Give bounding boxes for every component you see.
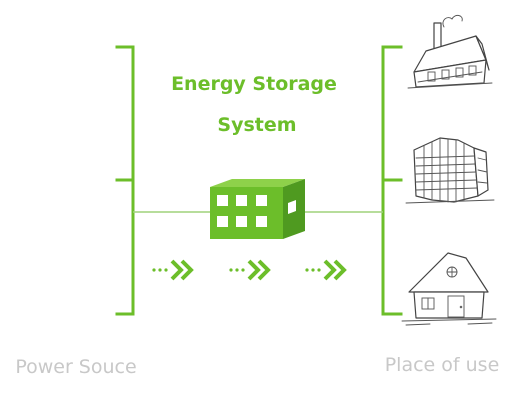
diagram-title-line2: System bbox=[217, 114, 296, 136]
left-bracket bbox=[115, 45, 135, 316]
factory-icon bbox=[407, 14, 493, 89]
storage-cube-icon bbox=[210, 179, 305, 239]
flow-arrow-icon bbox=[229, 259, 271, 281]
flow-arrow-icon bbox=[152, 259, 194, 281]
flow-arrow-icon bbox=[305, 259, 347, 281]
right-bracket bbox=[381, 45, 403, 316]
diagram-title-line1: Energy Storage bbox=[171, 73, 337, 95]
house-icon bbox=[401, 252, 497, 326]
place-of-use-label: Place of use bbox=[385, 354, 500, 376]
office-building-icon bbox=[405, 137, 495, 204]
power-source-label: Power Souce bbox=[15, 356, 136, 378]
